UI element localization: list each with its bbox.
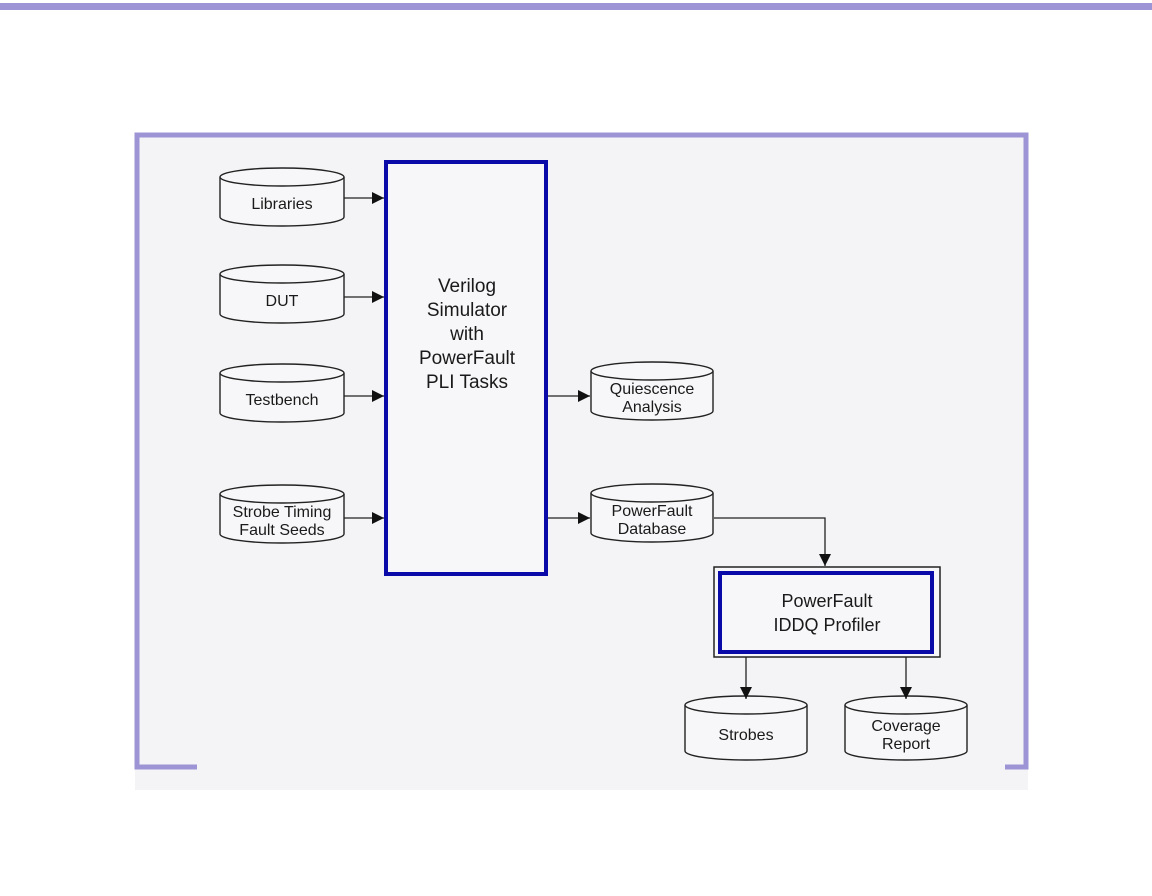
- cylinder-strobes-label: Strobes: [718, 727, 773, 744]
- cylinder-powerfault-db-body: [590, 493, 714, 543]
- cylinder-testbench-body: [219, 373, 345, 423]
- cylinder-quiescence-label: Analysis: [622, 399, 682, 416]
- cylinder-coverage-label: Report: [882, 736, 931, 753]
- profiler-label: IDDQ Profiler: [773, 615, 880, 635]
- cylinder-testbench-label: Testbench: [246, 392, 319, 409]
- cylinder-powerfault-db-top: [590, 483, 714, 503]
- top-divider-bar: [0, 3, 1152, 10]
- simulator-label: PLI Tasks: [426, 372, 508, 393]
- cylinder-libraries-body: [219, 177, 345, 227]
- cylinder-libraries-top: [219, 167, 345, 187]
- simulator-box-border: [384, 160, 548, 576]
- frame-left-bracket: [134, 132, 1029, 770]
- cylinder-strobes-body: [684, 705, 808, 761]
- cylinder-testbench: Testbench: [219, 363, 345, 423]
- simulator-label: Simulator: [427, 300, 508, 321]
- output-arrows: [548, 390, 912, 699]
- cylinder-libraries-label: Libraries: [251, 196, 312, 213]
- cylinder-strobe-timing-label: Strobe Timing: [233, 504, 332, 521]
- input-arrows: [344, 192, 384, 524]
- cylinder-strobes: Strobes: [684, 695, 808, 761]
- cylinder-testbench-top: [219, 363, 345, 383]
- cylinder-coverage-label: Coverage: [871, 718, 940, 735]
- arrow-database-to-profiler: [714, 517, 831, 566]
- cylinder-dut-body: [219, 274, 345, 324]
- simulator-label: with: [449, 324, 484, 345]
- cylinder-dut-label: DUT: [266, 293, 299, 310]
- cylinder-powerfault-db-label: Database: [618, 521, 687, 538]
- cylinder-libraries: Libraries: [219, 167, 345, 227]
- profiler-inner-border: [718, 571, 934, 654]
- cylinder-strobe-timing-label: Fault Seeds: [239, 522, 324, 539]
- diagram-panel: [135, 133, 1028, 790]
- cylinder-quiescence-label: Quiescence: [610, 381, 695, 398]
- simulator-label: PowerFault: [419, 348, 516, 369]
- cylinder-quiescence-body: [590, 371, 714, 421]
- cylinder-strobe-timing-body: [219, 494, 345, 544]
- cylinder-dut-top: [219, 264, 345, 284]
- cylinder-quiescence-top: [590, 361, 714, 381]
- cylinder-dut: DUT: [219, 264, 345, 324]
- cylinder-coverage-body: [844, 705, 968, 761]
- simulator-label: Verilog: [438, 276, 496, 297]
- profiler-label: PowerFault: [781, 591, 872, 611]
- cylinder-strobe-timing-top: [219, 484, 345, 504]
- cylinder-powerfault-db-label: PowerFault: [612, 503, 693, 520]
- frame-bracket: [134, 132, 1029, 770]
